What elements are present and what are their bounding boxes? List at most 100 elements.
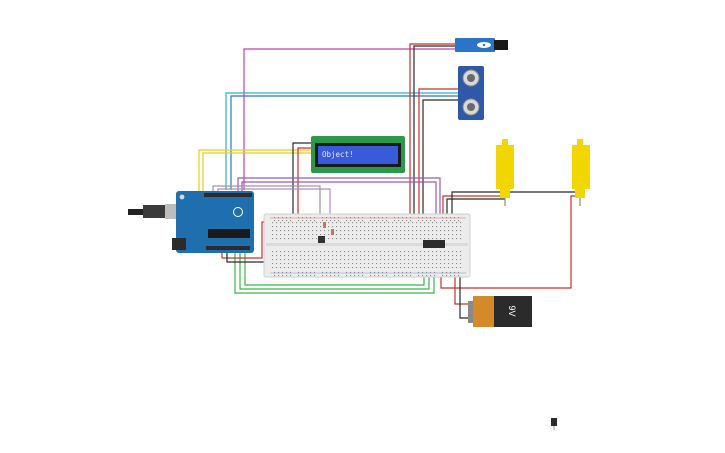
reset-button[interactable] (179, 194, 185, 200)
breadboard-hole (452, 255, 454, 257)
breadboard-hole (308, 259, 310, 261)
breadboard-hole (428, 226, 430, 228)
breadboard-hole (416, 263, 418, 265)
breadboard-hole (456, 263, 458, 265)
pushbutton[interactable] (318, 236, 325, 243)
resistor-a[interactable] (323, 222, 326, 228)
breadboard-hole (370, 217, 372, 219)
breadboard-hole (450, 217, 452, 219)
breadboard-hole (316, 255, 318, 257)
servo-body (455, 38, 495, 52)
wire-gray-a[interactable] (212, 185, 321, 222)
breadboard-hole (336, 238, 338, 240)
breadboard-hole (388, 263, 390, 265)
wire-black-lcd[interactable] (292, 142, 312, 222)
breadboard-hole (368, 222, 370, 224)
breadboard-hole (344, 230, 346, 232)
breadboard-hole (386, 275, 388, 277)
breadboard-hole (432, 259, 434, 261)
breadboard-hole (392, 230, 394, 232)
wire-magenta-servo[interactable] (243, 48, 455, 190)
breadboard-hole (404, 255, 406, 257)
breadboard-hole (304, 230, 306, 232)
breadboard-hole (380, 259, 382, 261)
breadboard-hole (274, 275, 276, 277)
breadboard-hole (420, 234, 422, 236)
breadboard-hole (434, 220, 436, 222)
ultrasonic-sensor[interactable] (458, 66, 484, 120)
breadboard-hole (300, 267, 302, 269)
servo-motor[interactable] (455, 38, 508, 52)
wire-purple-c[interactable] (217, 188, 331, 222)
breadboard-hole (396, 255, 398, 257)
breadboard-hole (426, 220, 428, 222)
breadboard-hole (388, 234, 390, 236)
breadboard-hole (292, 251, 294, 253)
breadboard-hole (382, 272, 384, 274)
breadboard-hole (328, 251, 330, 253)
breadboard-hole (396, 230, 398, 232)
breadboard-hole (384, 222, 386, 224)
wire-red-battery[interactable] (454, 270, 468, 305)
breadboard-hole (308, 255, 310, 257)
wire-purple-b[interactable] (241, 181, 437, 225)
dc-motor-right[interactable] (572, 139, 590, 206)
breadboard-hole (386, 272, 388, 274)
wire-cyan-ultrasonic-a[interactable] (225, 92, 458, 190)
breadboard-hole (382, 275, 384, 277)
wire-black-servo[interactable] (413, 45, 455, 222)
wire-yellow-lcd-a[interactable] (198, 149, 312, 193)
breadboard-hole (400, 222, 402, 224)
lcd-display[interactable]: Object! (311, 136, 405, 173)
breadboard-hole (368, 226, 370, 228)
stray-component[interactable] (551, 418, 557, 430)
breadboard-hole (368, 255, 370, 257)
breadboard-hole (456, 230, 458, 232)
breadboard-hole (352, 259, 354, 261)
breadboard-hole (352, 238, 354, 240)
motor-driver-chip[interactable] (423, 240, 445, 248)
breadboard-hole (324, 259, 326, 261)
breadboard-hole (448, 230, 450, 232)
wire-blue-ultrasonic-b[interactable] (230, 95, 458, 190)
motor-right-shaft (577, 139, 583, 145)
breadboard-hole (334, 217, 336, 219)
breadboard-hole (460, 251, 462, 253)
breadboard[interactable] (263, 213, 471, 278)
wire-black-battery[interactable] (459, 270, 468, 319)
arduino-board (176, 191, 254, 253)
wire-black-ultrasonic[interactable] (422, 99, 458, 222)
breadboard-hole (458, 220, 460, 222)
breadboard-hole (348, 263, 350, 265)
breadboard-hole (312, 259, 314, 261)
breadboard-hole (424, 259, 426, 261)
breadboard-hole (444, 222, 446, 224)
battery-9v[interactable]: 9V (468, 296, 532, 327)
dc-motor-left[interactable] (496, 139, 514, 206)
breadboard-hole (278, 217, 280, 219)
wire-purple-a[interactable] (237, 177, 441, 225)
breadboard-hole (410, 272, 412, 274)
arduino-uno[interactable] (128, 191, 254, 253)
arduino-logo-icon (233, 207, 243, 217)
breadboard-hole (300, 222, 302, 224)
wire-red-motor-right[interactable] (440, 195, 580, 289)
breadboard-hole (356, 263, 358, 265)
breadboard-hole (434, 275, 436, 277)
wire-yellow-lcd-b[interactable] (202, 152, 312, 193)
breadboard-hole (332, 226, 334, 228)
wire-red-servo[interactable] (409, 43, 455, 222)
breadboard-hole (424, 251, 426, 253)
usb-cable (128, 209, 150, 215)
resistor-b[interactable] (331, 229, 334, 235)
breadboard-hole (336, 263, 338, 265)
breadboard-hole (276, 251, 278, 253)
small-components (318, 222, 445, 248)
breadboard-hole (454, 272, 456, 274)
breadboard-hole (452, 226, 454, 228)
breadboard-hole (408, 263, 410, 265)
breadboard-hole (344, 222, 346, 224)
breadboard-hole (324, 267, 326, 269)
breadboard-hole (314, 275, 316, 277)
wire-red-lcd[interactable] (297, 147, 312, 222)
